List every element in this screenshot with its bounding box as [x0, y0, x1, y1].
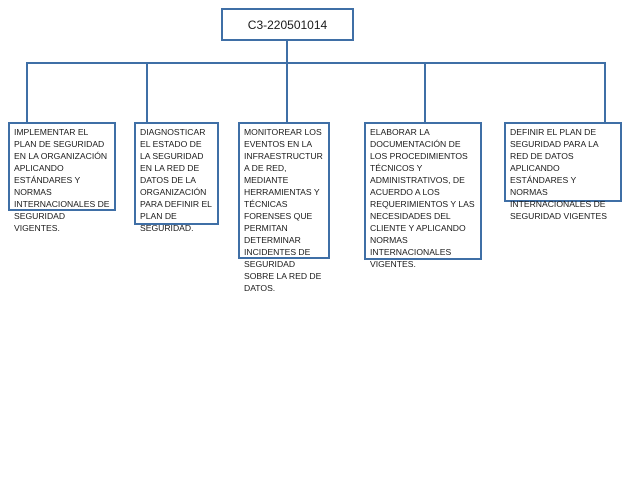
- child-node-diagnosticar: DIAGNOSTICAR EL ESTADO DE LA SEGURIDAD E…: [134, 122, 219, 233]
- child-node-text: ELABORAR LA DOCUMENTACIÓN DE LOS PROCEDI…: [370, 127, 475, 269]
- child-node-implementar: IMPLEMENTAR EL PLAN DE SEGURIDAD EN LA O…: [8, 122, 116, 233]
- root-node: C3-220501014: [221, 8, 354, 41]
- child-node-monitorear: MONITOREAR LOS EVENTOS EN LA INFRAESTRUC…: [238, 122, 330, 293]
- child-node-text: IMPLEMENTAR EL PLAN DE SEGURIDAD EN LA O…: [14, 127, 110, 233]
- child-node-definir: DEFINIR EL PLAN DE SEGURIDAD PARA LA RED…: [504, 122, 622, 221]
- child-node-text: MONITOREAR LOS EVENTOS EN LA INFRAESTRUC…: [244, 127, 323, 293]
- root-node-label: C3-220501014: [247, 17, 328, 32]
- child-node-elaborar: ELABORAR LA DOCUMENTACIÓN DE LOS PROCEDI…: [364, 122, 482, 269]
- child-node-text: DEFINIR EL PLAN DE SEGURIDAD PARA LA RED…: [510, 127, 607, 221]
- child-node-text: DIAGNOSTICAR EL ESTADO DE LA SEGURIDAD E…: [140, 127, 212, 233]
